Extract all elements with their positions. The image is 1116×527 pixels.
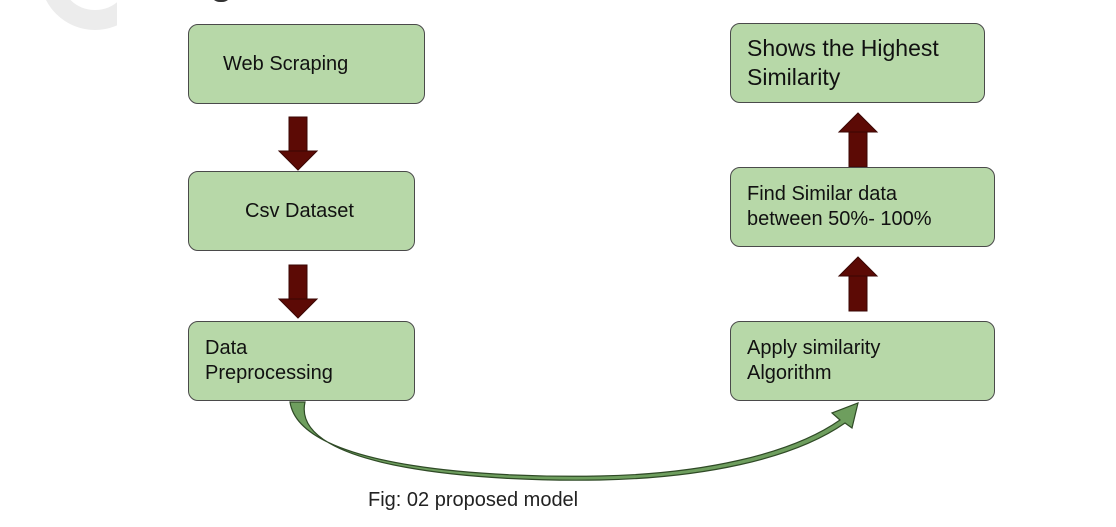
node-apply-similarity: Apply similarity Algorithm <box>730 321 995 401</box>
node-find-similar: Find Similar data between 50%- 100% <box>730 167 995 247</box>
node-data-preprocessing-label: Data Preprocessing <box>205 337 333 384</box>
node-data-preprocessing: Data Preprocessing <box>188 321 415 401</box>
node-csv-dataset-label: Csv Dataset <box>245 199 354 222</box>
node-web-scraping-label: Web Scraping <box>223 52 349 75</box>
node-highest-similarity: Shows the Highest Similarity <box>730 23 985 103</box>
down-arrow-2 <box>277 264 319 319</box>
decorative-cover <box>117 0 177 60</box>
node-web-scraping: Web Scraping <box>188 24 425 104</box>
down-arrow-1 <box>277 116 319 171</box>
figure-caption: Fig: 02 proposed model <box>368 489 579 511</box>
up-arrow-1 <box>837 256 879 312</box>
up-arrow-2 <box>837 112 879 168</box>
curved-arrow <box>289 401 859 481</box>
node-csv-dataset: Csv Dataset <box>188 171 415 251</box>
cropped-title-fragment <box>210 0 232 2</box>
node-find-similar-label: Find Similar data between 50%- 100% <box>747 183 932 230</box>
node-apply-similarity-label: Apply similarity Algorithm <box>747 337 881 384</box>
node-highest-similarity-label: Shows the Highest Similarity <box>747 35 939 90</box>
